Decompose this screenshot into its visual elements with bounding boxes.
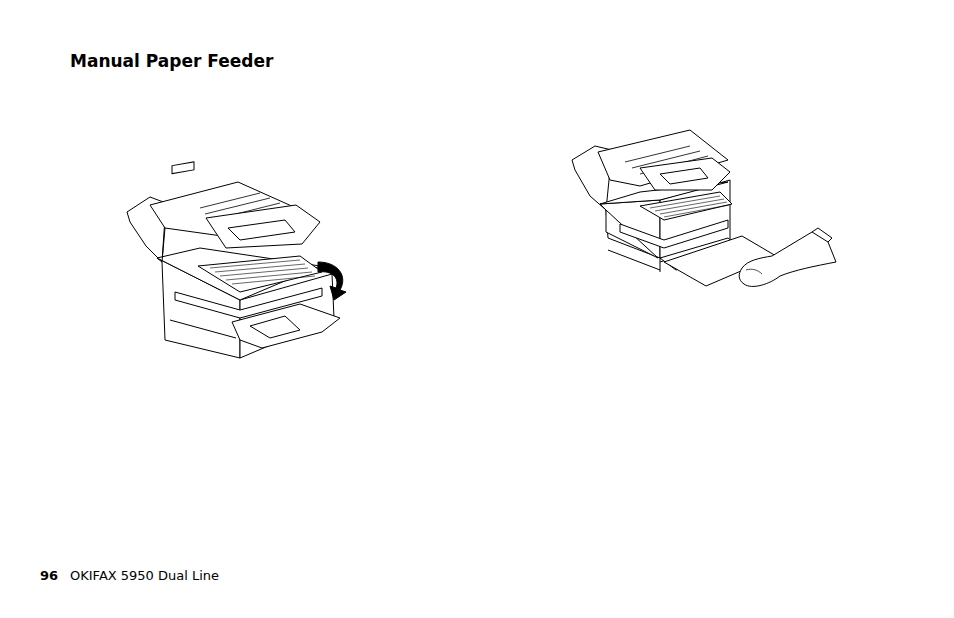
page-title: Manual Paper Feeder xyxy=(70,51,273,71)
page-number: 96 xyxy=(40,568,58,583)
fax-open-feeder xyxy=(127,162,346,358)
footer-text: OKIFAX 5950 Dual Line xyxy=(70,568,219,583)
fax-insert-paper xyxy=(572,130,836,286)
